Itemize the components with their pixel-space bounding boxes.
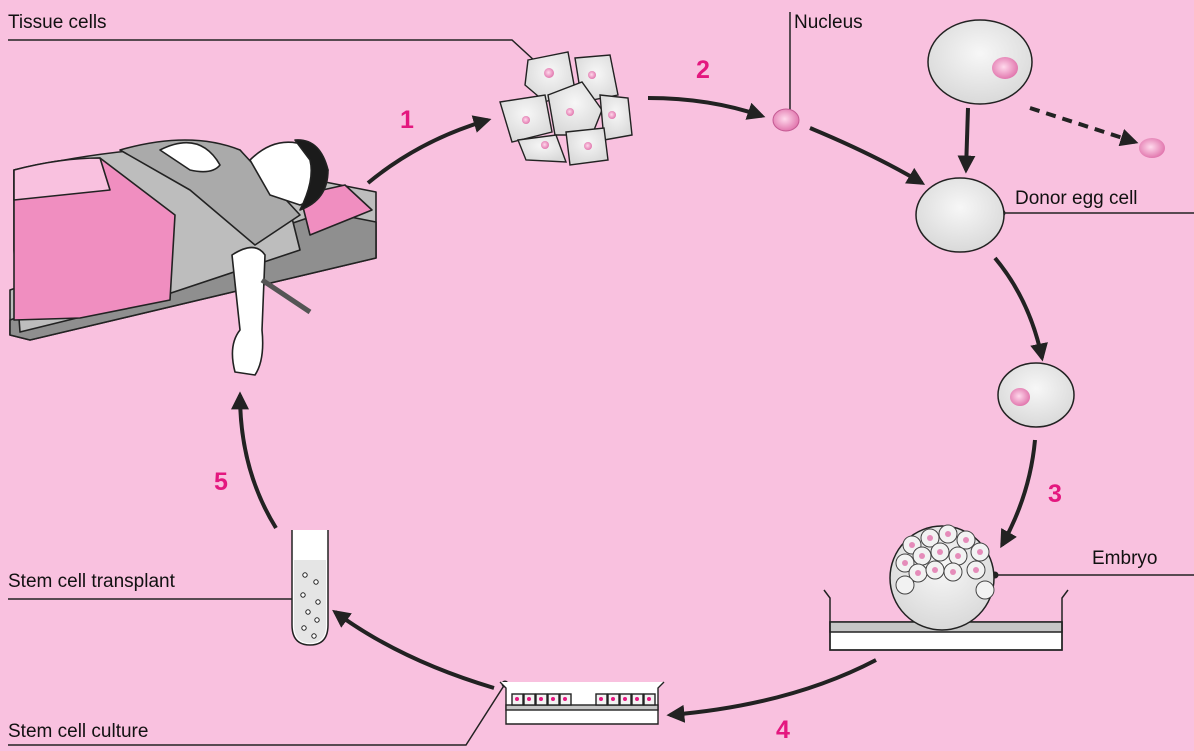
label-stem-cell-culture: Stem cell culture (8, 721, 148, 743)
arrow-1 (368, 120, 488, 183)
fused-egg-cell (998, 363, 1074, 427)
step-number-3: 3 (1048, 480, 1062, 509)
tissue-cells-cluster (500, 52, 632, 165)
label-nucleus: Nucleus (794, 12, 863, 34)
arrow-egg-down (966, 108, 968, 170)
arrow-5-b (240, 395, 276, 528)
label-stem-cell-transplant: Stem cell transplant (8, 571, 175, 593)
arrow-3 (1002, 440, 1035, 545)
step-number-2: 2 (696, 56, 710, 85)
stem-cell-culture-dish (500, 682, 664, 724)
arrow-2 (648, 98, 762, 116)
label-donor-egg-cell: Donor egg cell (1015, 188, 1138, 210)
isolated-nucleus (773, 109, 799, 131)
test-tube (292, 530, 328, 645)
step-number-5: 5 (214, 468, 228, 497)
arrow-egg-to-fused (995, 258, 1042, 358)
step-number-1: 1 (400, 106, 414, 135)
removed-nucleus (1139, 138, 1165, 158)
label-tissue-cells: Tissue cells (8, 12, 107, 34)
arrow-nucleus-removed (1030, 108, 1135, 142)
donor-egg-cell (916, 178, 1004, 252)
arrow-nucleus-to-egg (810, 128, 922, 183)
label-embryo: Embryo (1092, 548, 1157, 570)
embryo-dish (824, 525, 1068, 650)
patient-illustration (10, 140, 376, 375)
arrow-4 (670, 660, 876, 715)
step-number-4: 4 (776, 716, 790, 745)
egg-cell-top (928, 20, 1032, 104)
arrow-5-a (335, 612, 494, 688)
